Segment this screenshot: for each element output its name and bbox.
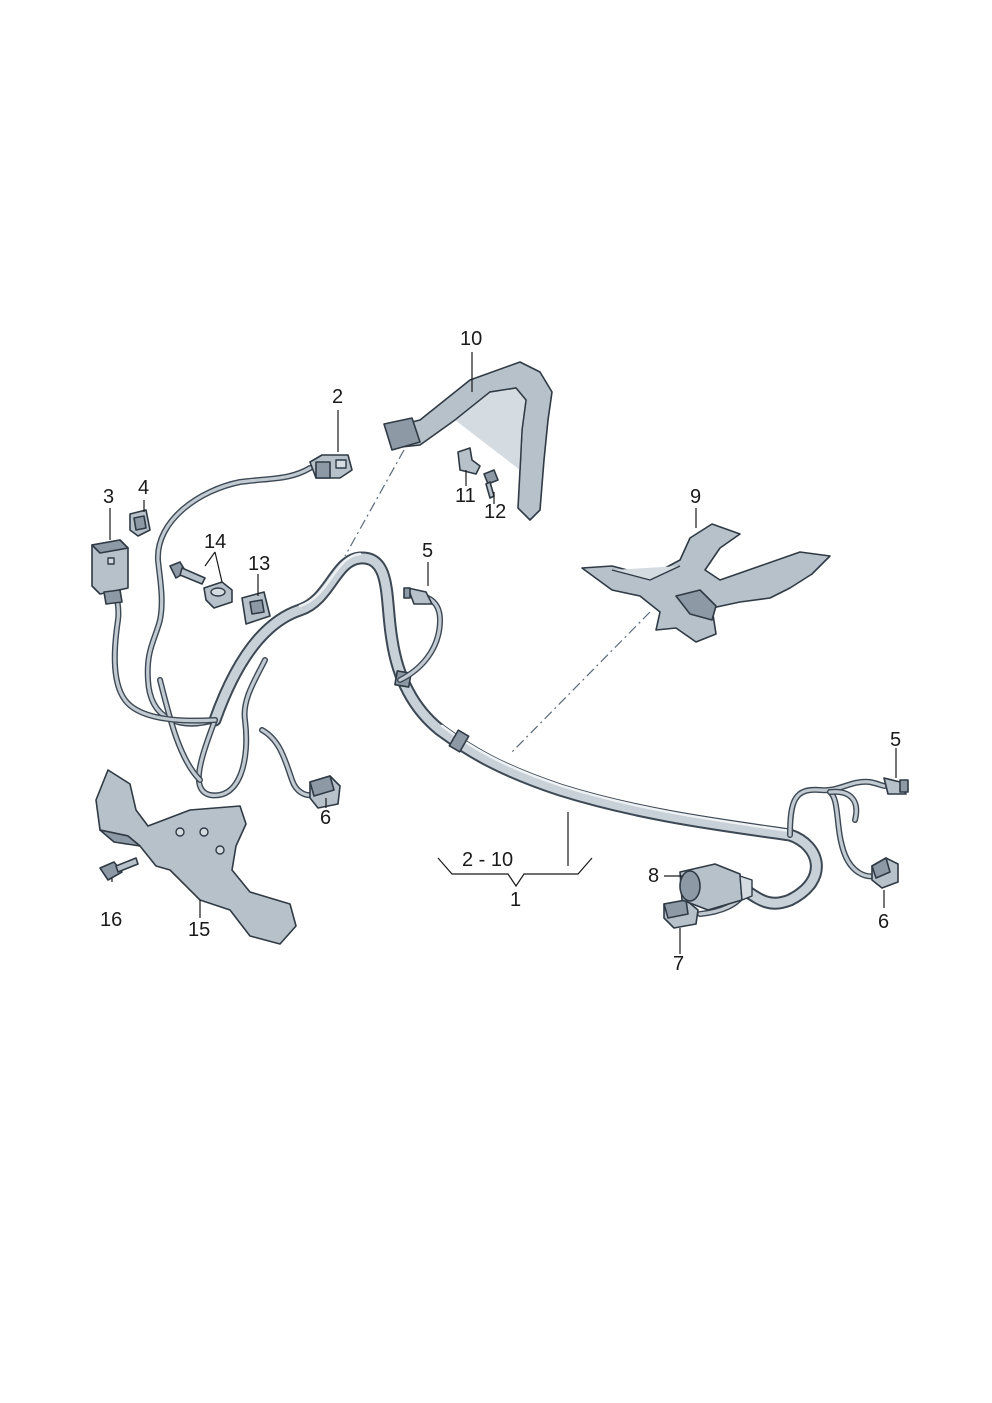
callout-labels: 2 10 4 3 14 13 5 11 12 9 6 2 - 10 1 5 8 … <box>100 328 901 975</box>
leader-lines <box>109 352 897 954</box>
callout-10: 10 <box>460 328 482 350</box>
callout-7: 7 <box>673 953 684 975</box>
left-wire-loop <box>111 465 315 799</box>
callout-6-left: 6 <box>320 807 331 829</box>
connector-6-left <box>309 775 341 809</box>
callout-11: 11 <box>455 485 476 507</box>
sensor-5-left <box>403 587 433 605</box>
callout-4: 4 <box>138 477 149 499</box>
callout-6-right: 6 <box>878 911 889 933</box>
callout-2: 2 <box>332 386 343 408</box>
bracket-15 <box>95 769 297 945</box>
stud-14 <box>203 581 233 609</box>
bolt-16 <box>99 857 139 881</box>
connector-2 <box>309 454 353 479</box>
main-harness-hose <box>208 551 823 910</box>
callout-16: 16 <box>100 909 122 931</box>
connector-6-right <box>871 857 899 889</box>
assembly-lines <box>344 449 651 753</box>
callout-8: 8 <box>648 865 659 887</box>
cover-9 <box>581 523 831 643</box>
callout-13: 13 <box>248 553 270 575</box>
callout-5-left: 5 <box>422 540 433 562</box>
clip-4 <box>129 509 151 537</box>
clip-11 <box>457 447 481 475</box>
callout-9: 9 <box>690 486 701 508</box>
callout-3: 3 <box>103 486 114 508</box>
clip-13 <box>241 591 271 625</box>
bracket-10 <box>383 361 553 521</box>
part-8-cylinder <box>679 863 753 911</box>
callout-14: 14 <box>204 531 226 553</box>
sensor-5-right <box>883 777 909 795</box>
callout-2-10: 2 - 10 <box>462 849 513 871</box>
bolt-14 <box>169 561 206 585</box>
wire-to-sensor-5-left <box>397 595 443 683</box>
connector-3 <box>91 539 129 605</box>
callout-12: 12 <box>484 501 506 523</box>
callout-1: 1 <box>510 889 521 911</box>
connector-7 <box>663 899 699 929</box>
callout-5-right: 5 <box>890 729 901 751</box>
callout-15: 15 <box>188 919 210 941</box>
screw-12 <box>483 469 499 499</box>
